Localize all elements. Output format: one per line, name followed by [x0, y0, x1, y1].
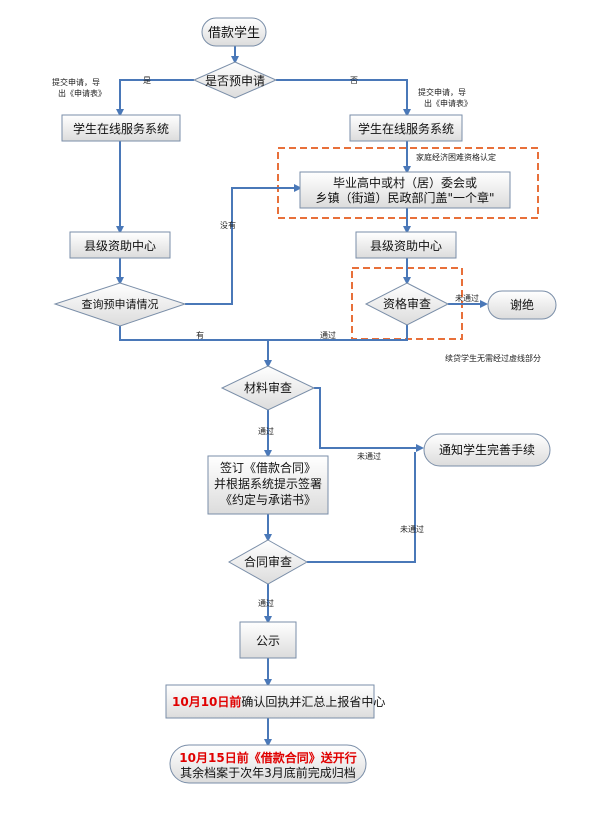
- yes-label: 是: [143, 76, 151, 85]
- submit-left-line1: 提交申请，导: [52, 77, 100, 87]
- has-label: 有: [196, 330, 204, 340]
- pass-label-3: 通过: [258, 598, 274, 608]
- submit-right-line1: 提交申请，导: [418, 87, 466, 97]
- sign-contract-line2: 并根据系统提示签署: [214, 476, 322, 491]
- pre-apply-decision: [192, 61, 278, 99]
- sign-contract-line3: 《约定与承诺书》: [220, 492, 316, 507]
- contract-check-label: 合同审查: [244, 554, 292, 569]
- material-check-label: 材料审查: [244, 380, 292, 395]
- oct10-description: 确认回执并汇总上报省中心: [241, 694, 385, 709]
- qualification-label: 资格审查: [383, 296, 431, 311]
- contract-check-decision: [227, 539, 309, 585]
- none-label: 没有: [220, 220, 236, 230]
- oct15-line2: 其余档案于次年3月底前完成归档: [180, 765, 356, 780]
- hardship-cert-label: 家庭经济困难资格认定: [416, 152, 496, 162]
- query-pre-apply-label: 查询预申请情况: [82, 297, 159, 311]
- county-center-left-label: 县级资助中心: [84, 238, 156, 253]
- online-system-left: [61, 114, 181, 142]
- county-center-right-label: 县级资助中心: [370, 238, 442, 253]
- query-pre-apply-decision: [53, 282, 187, 327]
- reject-label: 谢绝: [510, 297, 534, 312]
- reject-node: [487, 290, 557, 320]
- online-system-right: [349, 114, 463, 142]
- oct10-box: [165, 684, 375, 719]
- county-center-right: [355, 231, 457, 259]
- start-node: [201, 17, 267, 47]
- online-system-right-label: 学生在线服务系统: [358, 121, 454, 136]
- sign-contract-box: [207, 455, 329, 515]
- fail-label-3: 未通过: [400, 524, 424, 534]
- submit-right-line2: 出《申请表》: [424, 98, 472, 108]
- dashed-note: 续贷学生无需经过虚线部分: [445, 353, 541, 363]
- sign-contract-line1: 签订《借款合同》: [220, 460, 316, 475]
- connectors: [116, 46, 488, 747]
- pass-label-2: 通过: [258, 426, 274, 436]
- publicize-box: [239, 621, 297, 659]
- fail-label-2: 未通过: [357, 451, 381, 461]
- notify-student-node: [423, 433, 551, 467]
- online-system-left-label: 学生在线服务系统: [73, 121, 169, 136]
- qualification-decision: [364, 282, 450, 326]
- material-check-decision: [220, 365, 316, 411]
- village-cert-line1: 毕业高中或村（居）委会或: [333, 175, 477, 190]
- pre-apply-label: 是否预申请: [205, 74, 265, 88]
- oct15-node: [169, 744, 367, 784]
- county-center-left: [69, 231, 171, 259]
- fail-label-1: 未通过: [455, 293, 479, 303]
- oct15-line1: 10月15日前《借款合同》送开行: [179, 750, 356, 765]
- publicize-label: 公示: [256, 634, 280, 648]
- pass-label-1: 通过: [320, 330, 336, 340]
- submit-left-line2: 出《申请表》: [58, 88, 106, 98]
- village-cert-line2: 乡镇（街道）民政部门盖"一个章": [315, 190, 494, 205]
- no-label: 否: [350, 76, 358, 85]
- start-label: 借款学生: [208, 25, 260, 41]
- oct10-text: 10月10日前确认回执并汇总上报省中心: [172, 694, 385, 709]
- notify-student-label: 通知学生完善手续: [439, 442, 535, 457]
- village-cert-box: [299, 171, 511, 209]
- oct10-deadline: 10月10日前: [172, 694, 241, 709]
